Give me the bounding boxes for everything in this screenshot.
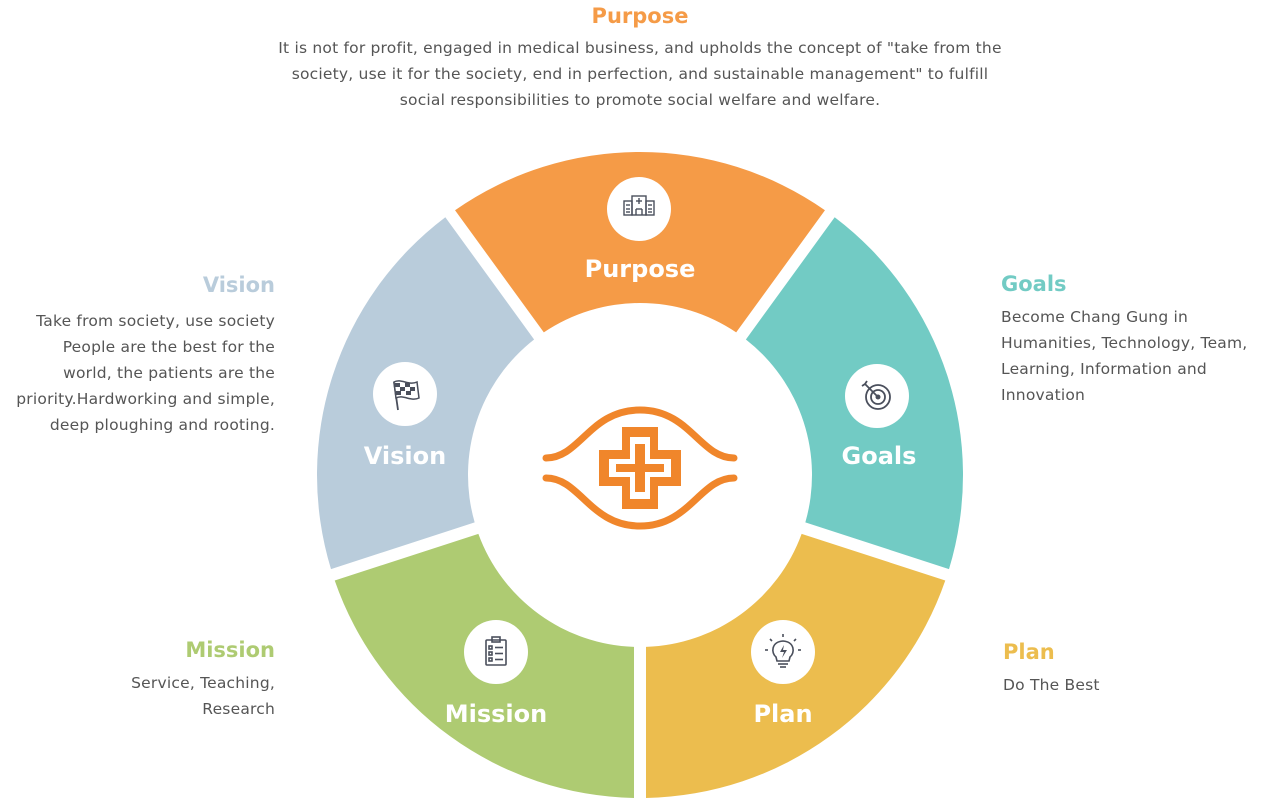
checkered-flag-icon	[373, 362, 437, 426]
mission-side-text: Service, Teaching, Research	[131, 674, 275, 718]
top-purpose-title: Purpose	[591, 4, 689, 28]
goals-side-text: Become Chang Gung in Humanities, Technol…	[1001, 308, 1248, 404]
segment-purpose-shape	[455, 152, 825, 333]
mission-side-title: Mission	[185, 638, 275, 662]
plan-side-title: Plan	[1003, 640, 1055, 664]
hospital-icon	[607, 177, 671, 241]
top-purpose-text: It is not for profit, engaged in medical…	[278, 39, 1002, 109]
segment-purpose-label: Purpose	[585, 255, 696, 283]
goals-side-title: Goals	[1001, 272, 1067, 296]
clipboard-checklist-icon	[464, 620, 528, 684]
segment-goals-label: Goals	[842, 442, 917, 470]
target-icon	[845, 364, 909, 428]
segment-plan-label: Plan	[753, 700, 812, 728]
vision-side-title: Vision	[202, 273, 275, 297]
hospital-cross-logo-icon	[542, 406, 738, 530]
segment-mission-label: Mission	[445, 700, 547, 728]
segment-purpose[interactable]	[455, 152, 825, 333]
vision-side-text: Take from society, use society People ar…	[16, 312, 275, 434]
segment-vision-label: Vision	[364, 442, 446, 470]
lightbulb-icon	[751, 620, 815, 684]
plan-side-text: Do The Best	[1003, 676, 1100, 694]
